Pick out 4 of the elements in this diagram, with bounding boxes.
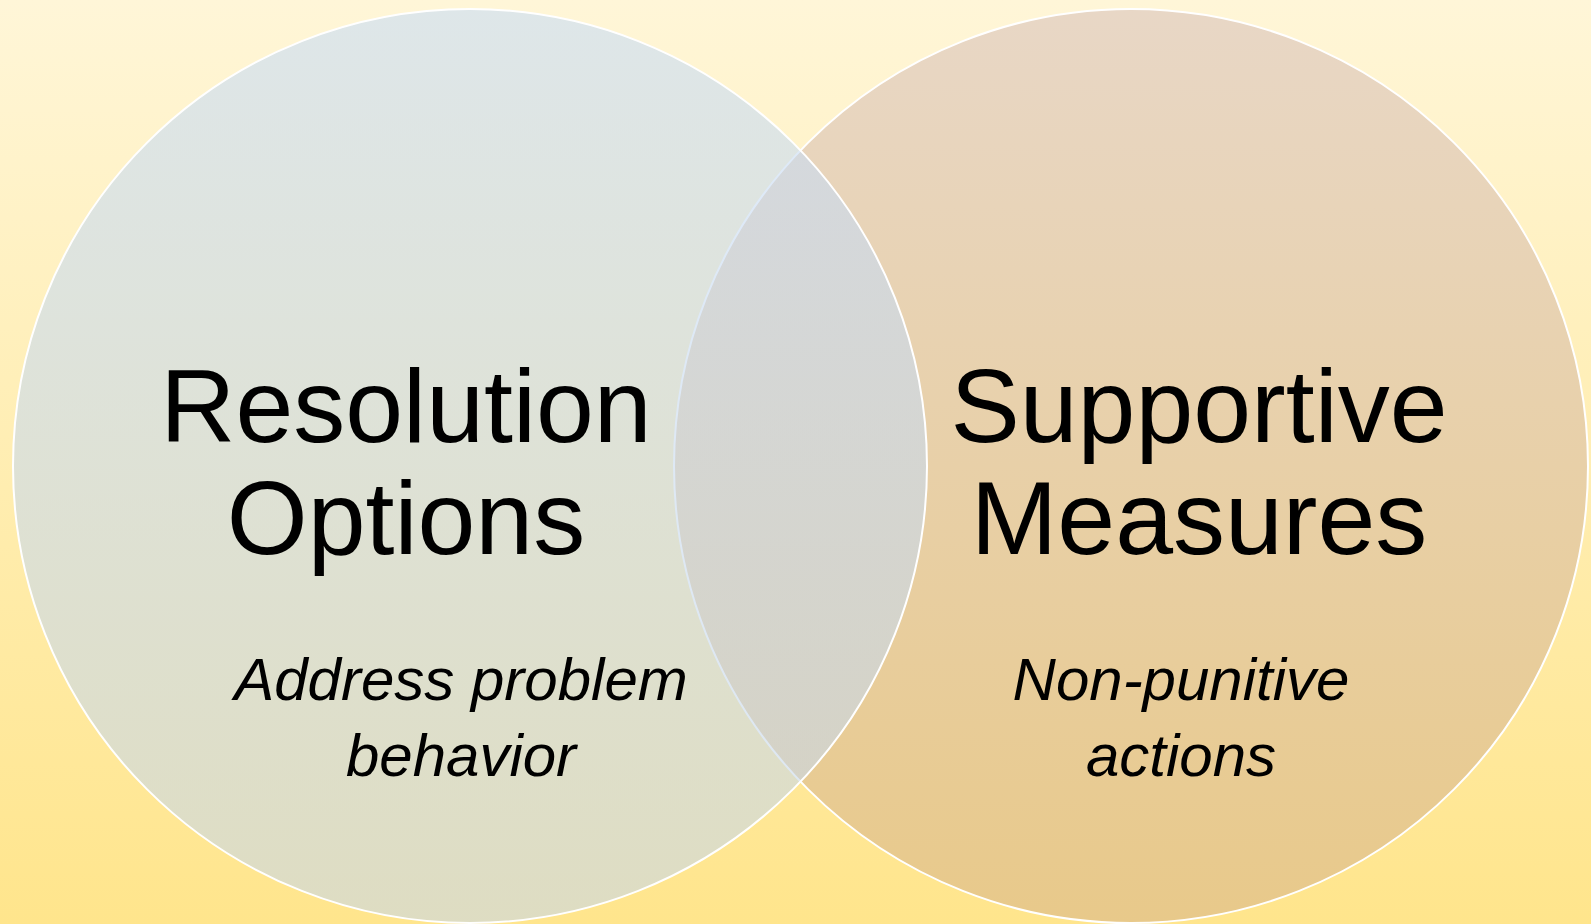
caption-text: Address problem behavior [201,642,721,794]
heading-text: Supportive Measures [949,350,1449,574]
heading-text: Resolution Options [159,350,653,574]
caption-text: Non-punitive actions [1011,645,1351,791]
